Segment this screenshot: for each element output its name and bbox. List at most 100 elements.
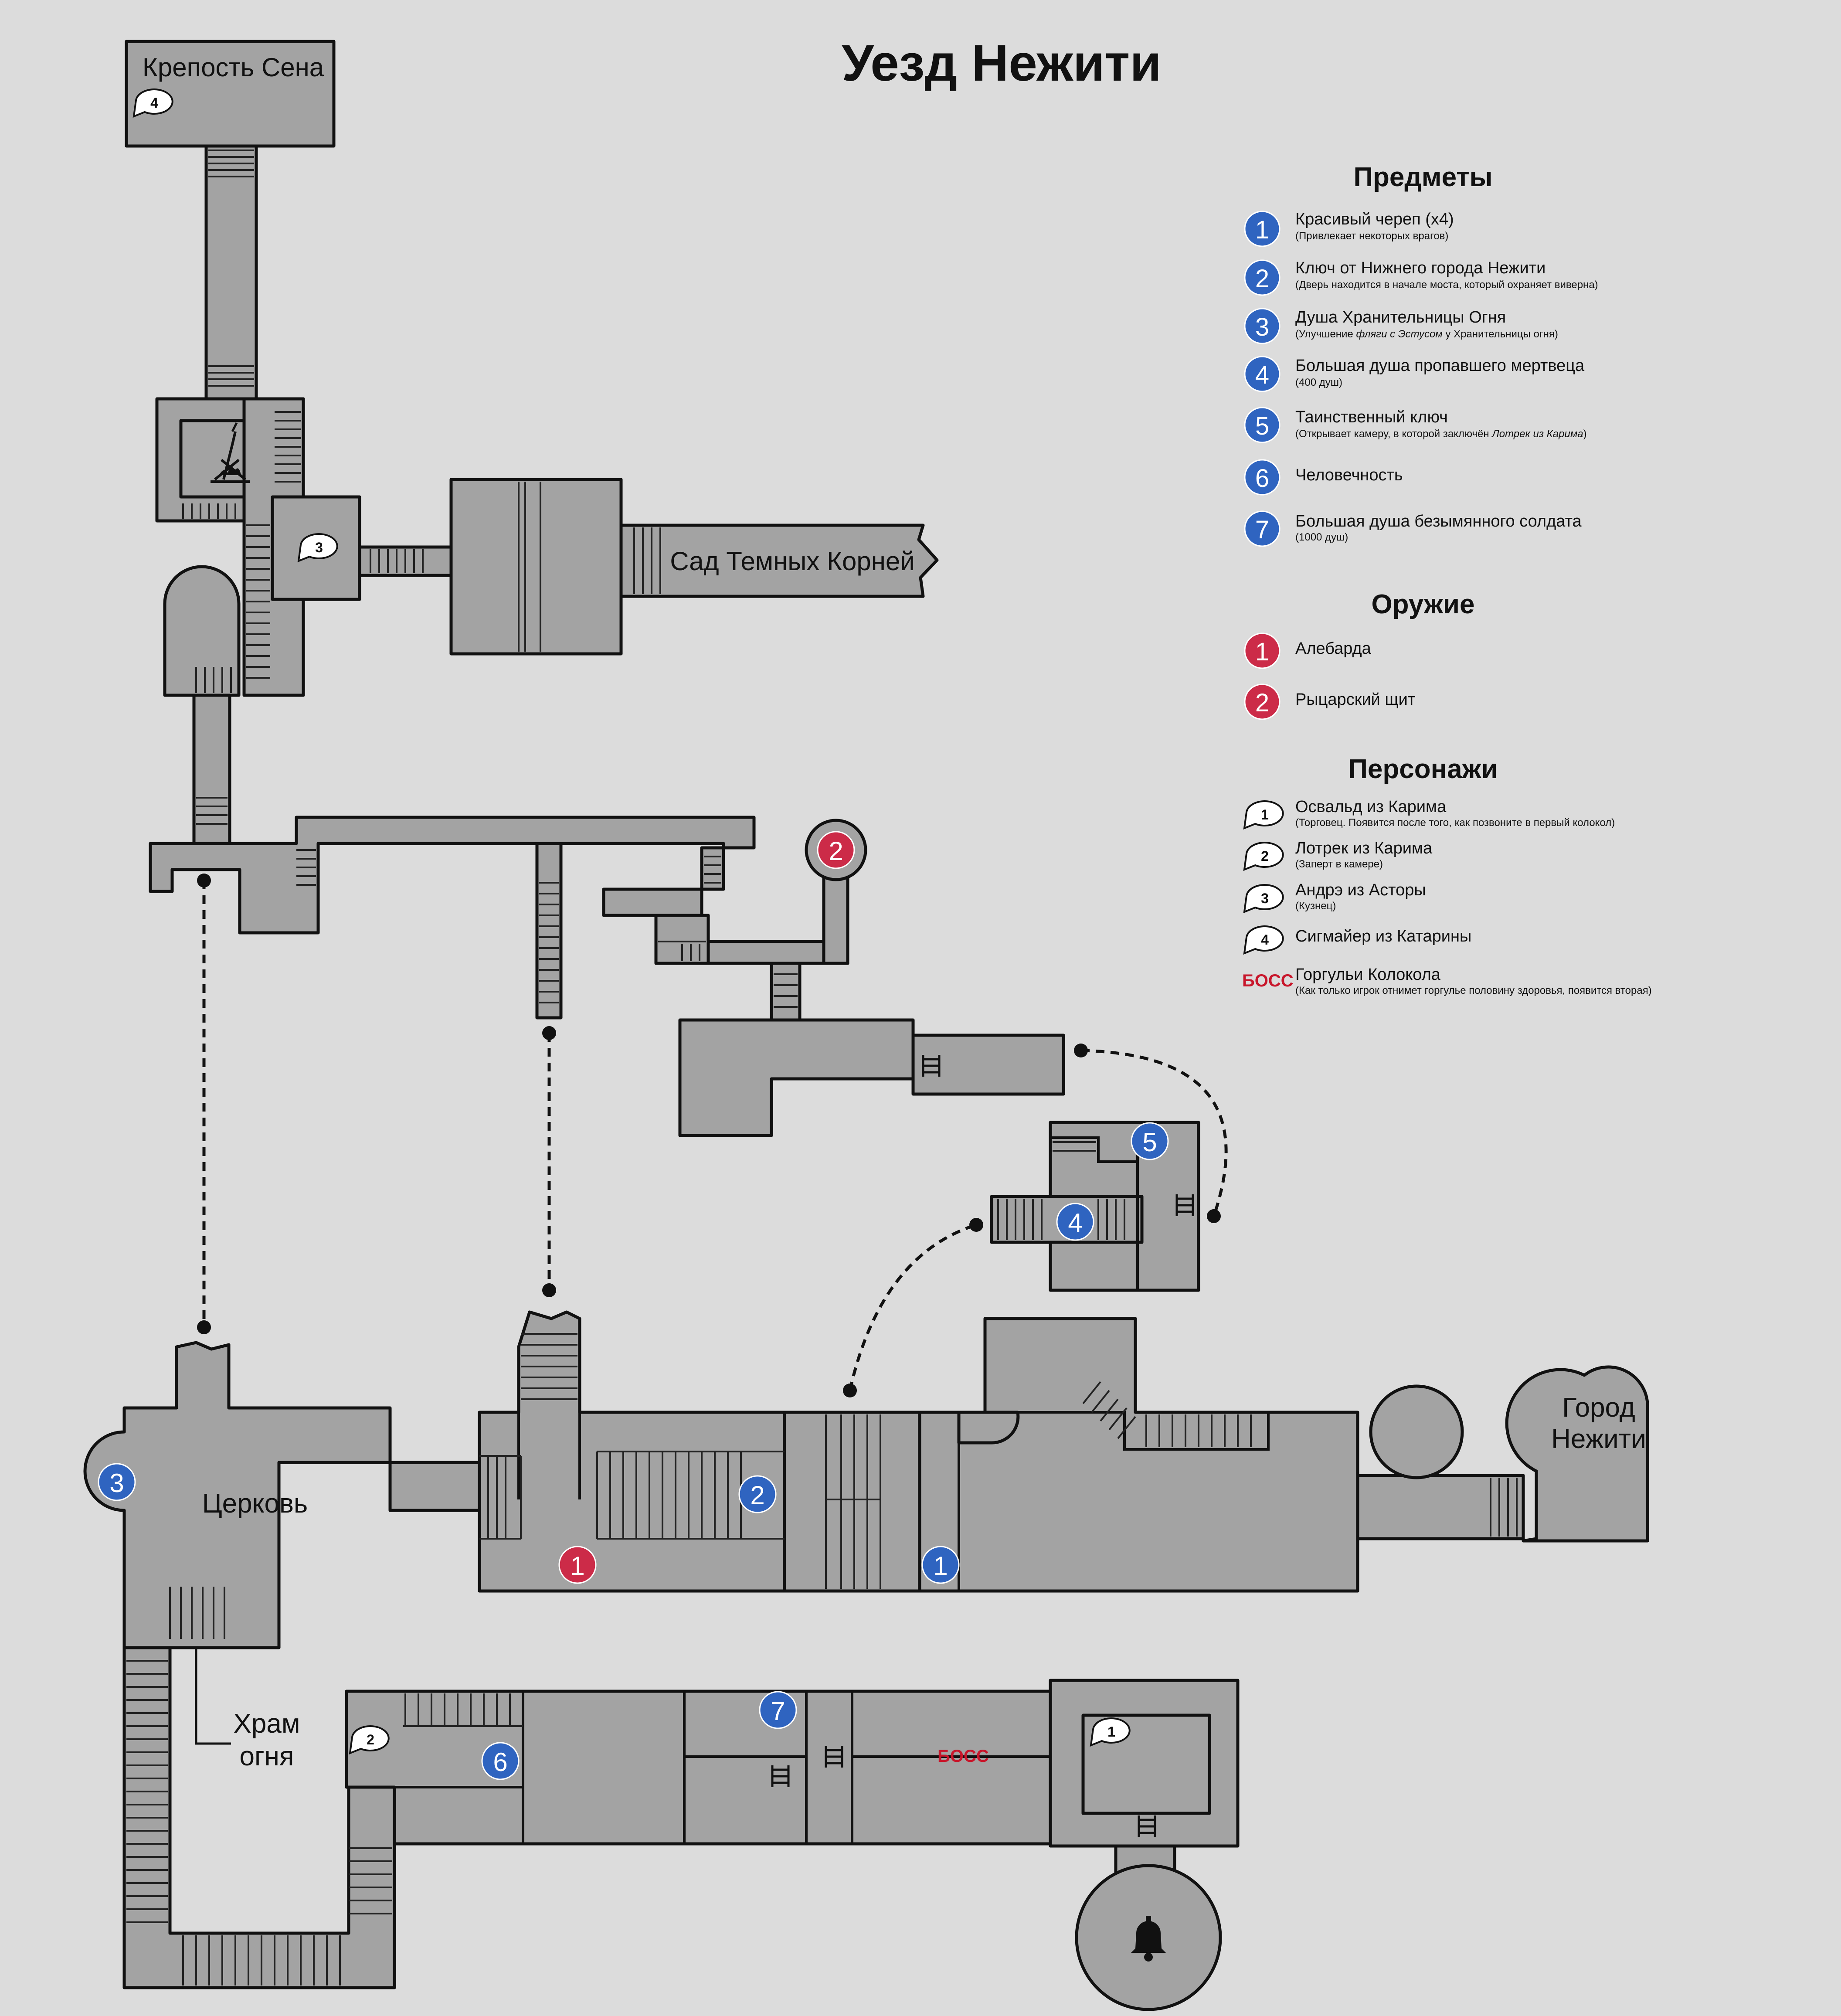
map-boss-marker[interactable]: БОСС (937, 1747, 989, 1766)
map-item-marker-5[interactable]: 5 (1131, 1122, 1169, 1160)
stairs-upper-hall (296, 849, 316, 886)
room-arched (163, 565, 241, 697)
stairs-arched-bottom (195, 667, 232, 693)
map-item-marker-7[interactable]: 7 (759, 1691, 797, 1729)
svg-text:2: 2 (1261, 848, 1269, 864)
svg-text:4: 4 (1261, 932, 1269, 948)
svg-text:Большая душа пропавшего мертве: Большая душа пропавшего мертвеца (1295, 357, 1585, 375)
stairs-west-loop (126, 1660, 168, 1923)
legend-npc-1: 1 (1243, 800, 1284, 830)
svg-text:Красивый череп (x4): Красивый череп (x4) (1295, 210, 1454, 228)
bell-icon (1131, 1916, 1166, 1962)
legend-item-6: 6 Человечность (1244, 459, 1403, 496)
legend-boss-note: (Как только игрок отнимет горгулье полов… (1295, 985, 1652, 996)
svg-text:1: 1 (1255, 216, 1269, 244)
map-title: Уезд Нежити (842, 34, 1162, 92)
npc-bubble-1[interactable]: 1 (1090, 1717, 1131, 1747)
map-weapon-marker-1[interactable]: 1 (558, 1546, 597, 1584)
svg-text:3: 3 (109, 1469, 124, 1498)
svg-text:(400 душ): (400 душ) (1295, 377, 1342, 388)
room-church (83, 1341, 392, 1649)
ladder-icon (1175, 1194, 1194, 1216)
place-label-firelink-line2: огня (240, 1741, 294, 1771)
svg-text:Большая душа безымянного солда: Большая душа безымянного солдата (1295, 512, 1582, 530)
svg-text:1: 1 (570, 1551, 584, 1581)
place-label-church: Церковь (202, 1489, 308, 1519)
legend-weapon-2: 2 Рыцарский щит (1244, 683, 1415, 720)
corridor-south (192, 694, 231, 845)
svg-text:Душа Хранительницы Огня: Душа Хранительницы Огня (1295, 308, 1506, 326)
legend-npc-3: 3 (1243, 884, 1284, 914)
svg-text:2: 2 (1255, 265, 1269, 293)
svg-text:(Дверь находится в начале мост: (Дверь находится в начале моста, который… (1295, 279, 1598, 291)
svg-text:2: 2 (1255, 689, 1269, 717)
svg-text:5: 5 (1255, 412, 1269, 440)
svg-text:Человечность: Человечность (1295, 466, 1403, 484)
svg-text:4: 4 (1255, 361, 1269, 389)
map-item-marker-6[interactable]: 6 (481, 1742, 520, 1780)
stairs-darkroot-gate (518, 482, 541, 652)
map-item-marker-3[interactable]: 3 (98, 1463, 136, 1501)
stairs-upper-east-b (658, 941, 706, 961)
legend-item-4: 4 Большая душа пропавшего мертвеца (400 … (1244, 356, 1585, 392)
stairs-sen-bottom (208, 365, 254, 387)
svg-text:1: 1 (1107, 1724, 1115, 1740)
stairs-tower-east (275, 411, 301, 483)
svg-text:Рыцарский щит: Рыцарский щит (1295, 690, 1415, 709)
legend-item-7: 7 Большая душа безымянного солдата (1000… (1244, 510, 1582, 547)
stairs-burg-west (479, 1455, 522, 1540)
legend-panel: Предметы 1 Красивый череп (x4) (Привлека… (1242, 162, 1652, 996)
stairs-west-loop-bottom (182, 1935, 341, 1985)
legend-npc-3-note: (Кузнец) (1295, 900, 1336, 912)
svg-text:7: 7 (1255, 516, 1269, 544)
stairs-burg-long (596, 1451, 785, 1540)
stairs-upper-east-a (704, 856, 721, 884)
stairs-burg-middle (825, 1414, 881, 1589)
corridor-church-east (388, 1461, 481, 1512)
legend-npc-1-note: (Торговец. Появится после того, как позв… (1295, 817, 1615, 829)
map-item-marker-2[interactable]: 2 (738, 1475, 777, 1513)
legend-items-heading: Предметы (1353, 162, 1492, 192)
legend-item-5: 5 Таинственный ключ (Открывает камеру, в… (1244, 407, 1587, 443)
stairs-tower-key-top (1053, 1141, 1096, 1152)
svg-text:3: 3 (315, 540, 323, 555)
place-label-firelink-line1: Храм (234, 1709, 300, 1739)
corridor-darkroot-garden (619, 524, 939, 598)
room-undead-town (1505, 1365, 1649, 1543)
stairs-tower-south (182, 503, 236, 519)
ladder-icon (771, 1765, 790, 1787)
stairs-lower-left (349, 1847, 392, 1914)
room-round-tower (1369, 1384, 1464, 1479)
corridor-stairs-down (770, 962, 802, 1022)
stairs-darkroot-east (633, 527, 661, 594)
place-label-undead-town-line1: Город (1562, 1393, 1635, 1423)
stairs-to-lautrec (774, 973, 798, 1008)
stairs-burg-east-diag (1082, 1381, 1136, 1439)
npc-bubble-2[interactable]: 2 (349, 1725, 390, 1755)
svg-text:5: 5 (1142, 1128, 1157, 1157)
map-stairs (126, 150, 1518, 1985)
corridor-sen-fortress (204, 144, 258, 401)
place-label-sen-fortress: Крепость Сена (143, 53, 324, 82)
map-item-marker-1a[interactable]: 1 (921, 1546, 960, 1584)
stairs-burg-gate (521, 1333, 577, 1400)
legend-boss-name: Горгульи Колокола (1295, 966, 1441, 984)
map-weapon-marker-2[interactable]: 2 (817, 831, 855, 869)
legend-npc-2-note: (Заперт в камере) (1295, 858, 1383, 870)
svg-text:(Привлекает некоторых врагов): (Привлекает некоторых врагов) (1295, 230, 1448, 242)
svg-text:1: 1 (1255, 638, 1269, 666)
ladder-icon (825, 1746, 843, 1768)
svg-text:4: 4 (1068, 1208, 1082, 1237)
map-item-marker-4[interactable]: 4 (1056, 1203, 1094, 1241)
svg-text:Таинственный ключ: Таинственный ключ (1295, 408, 1448, 426)
map-rooms (83, 40, 1649, 2011)
npc-bubble-3[interactable]: 3 (297, 533, 338, 563)
stairs-lower-hall-top (403, 1693, 523, 1727)
svg-text:1: 1 (1261, 807, 1269, 823)
room-upper-east (602, 846, 725, 917)
svg-text:2: 2 (829, 836, 843, 866)
npc-bubble-4[interactable]: 4 (132, 88, 173, 118)
firelink-leader-line (195, 1648, 231, 1745)
legend-npc-2-name: Лотрек из Карима (1295, 839, 1433, 857)
